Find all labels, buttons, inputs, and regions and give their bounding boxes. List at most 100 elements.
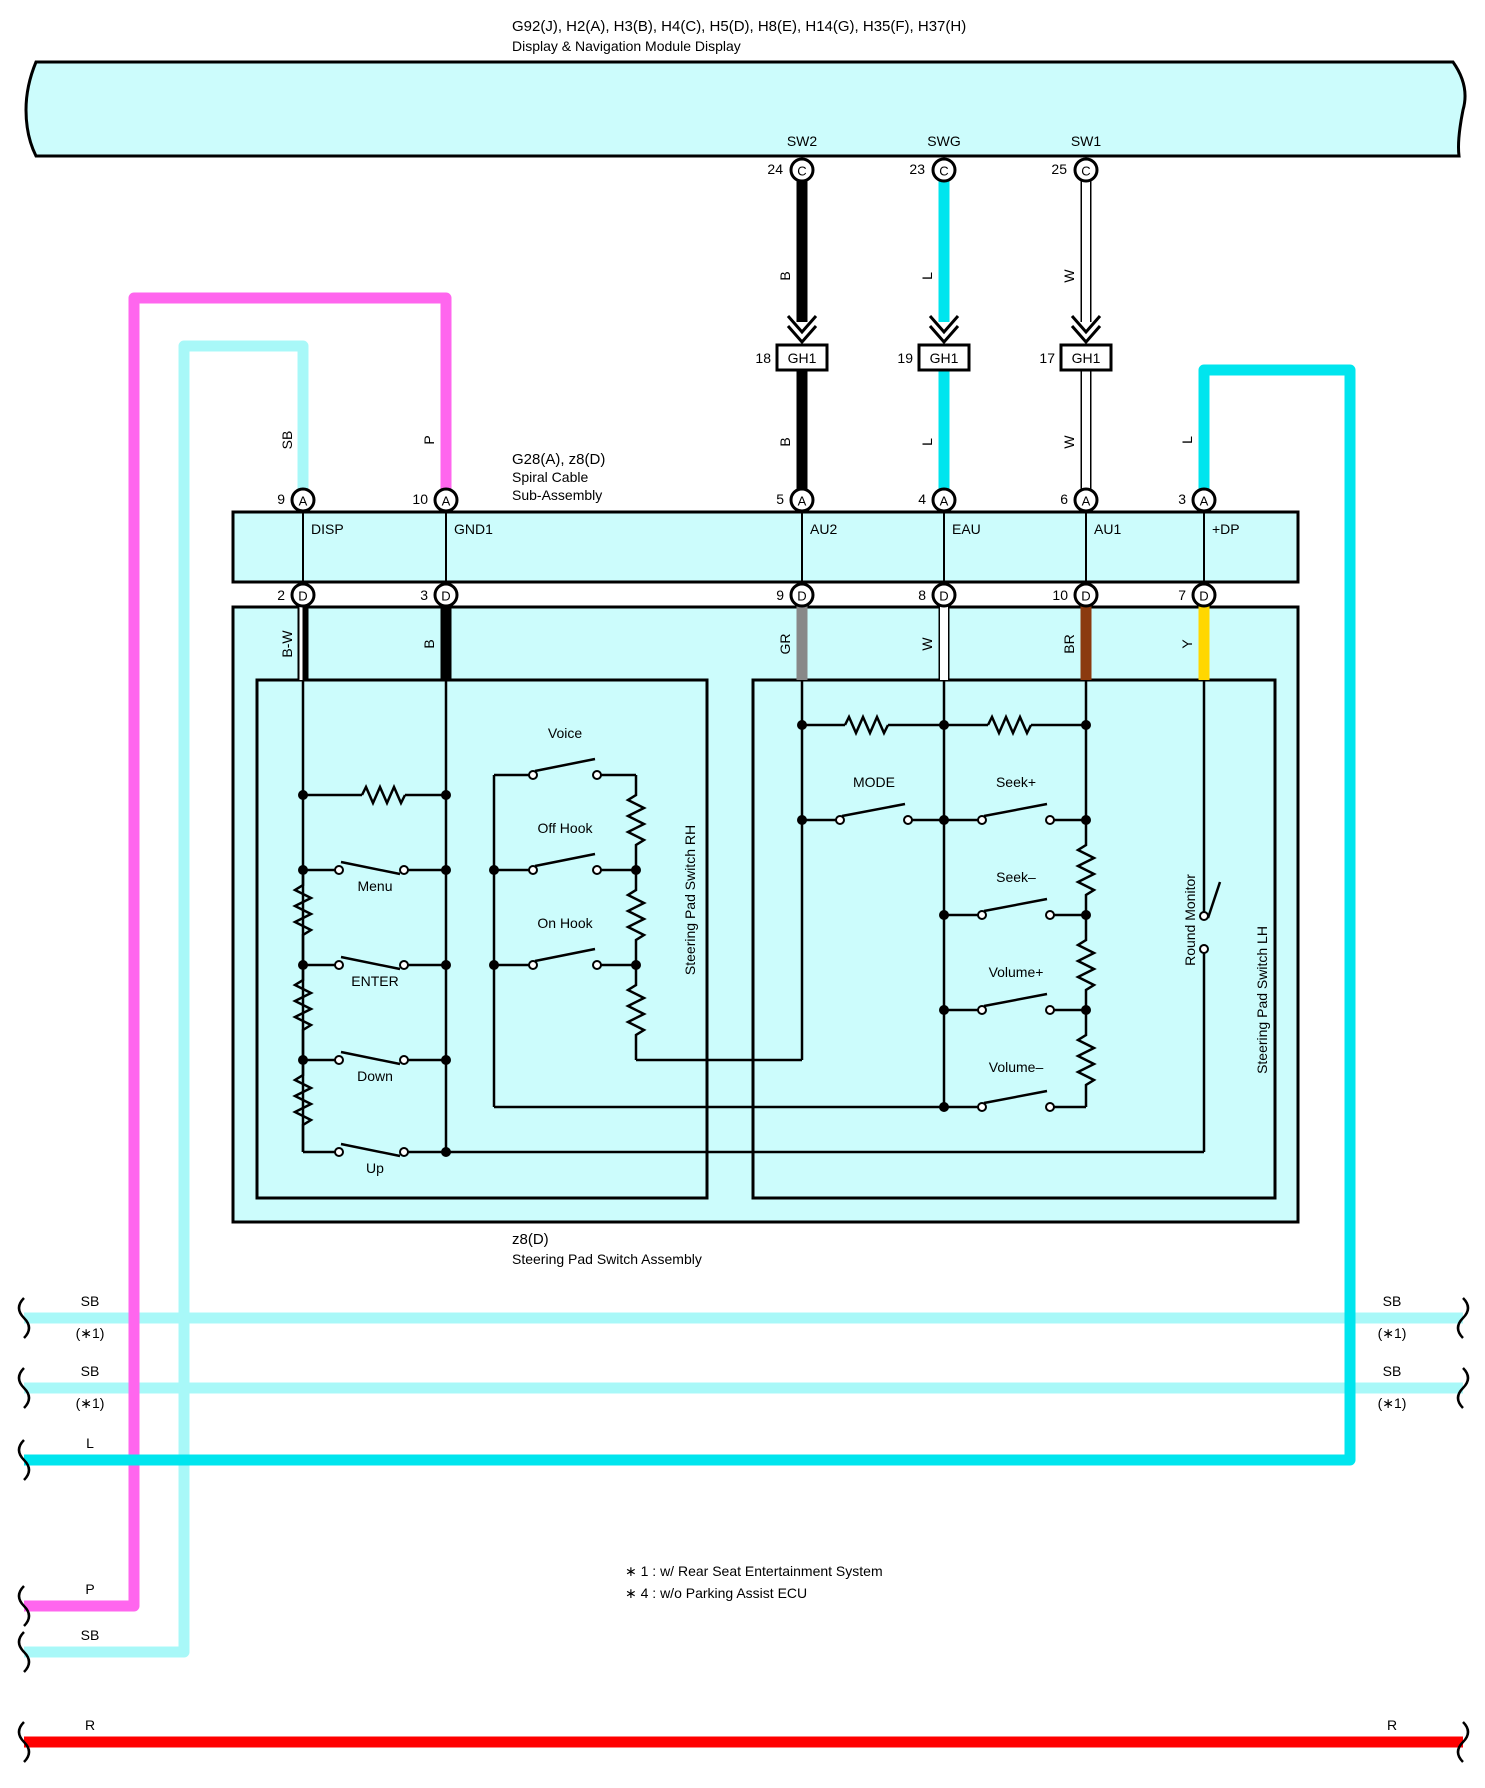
steering-pad-assembly xyxy=(231,605,1300,1224)
wire-code-b-upper: B xyxy=(777,271,793,280)
gh1-label-1: GH1 xyxy=(788,350,817,366)
bus-label-r-left: R xyxy=(85,1717,95,1733)
signal-eau: EAU xyxy=(952,521,981,537)
module-signal-sw1: SW1 xyxy=(1071,133,1102,149)
wire-code-p: P xyxy=(421,435,437,444)
wire-code-y: Y xyxy=(1179,639,1195,649)
rh-box xyxy=(255,678,709,1200)
rh-nodes xyxy=(298,790,641,1157)
pin-num-a5: 5 xyxy=(776,491,784,507)
bus-label-sb-1-right: SB xyxy=(1383,1293,1402,1309)
module-connectors: G92(J), H2(A), H3(B), H4(C), H5(D), H8(E… xyxy=(512,18,966,35)
bus-note-sb-1-right: (∗1) xyxy=(1378,1325,1407,1341)
pin-num-a6: 6 xyxy=(1060,491,1068,507)
signal-dp: +DP xyxy=(1212,521,1240,537)
module-box xyxy=(24,60,1467,158)
signal-au2: AU2 xyxy=(810,521,837,537)
spiral-connectors: G28(A), z8(D) xyxy=(512,451,605,468)
switch-label-up: Up xyxy=(366,1160,384,1176)
pin-letter-a3: A xyxy=(1200,494,1209,509)
lh-switch-contacts xyxy=(835,815,1209,1112)
pin-num-d10: 10 xyxy=(1052,587,1068,603)
module-pin-num-24: 24 xyxy=(767,161,783,177)
bus-note-sb-1-left: (∗1) xyxy=(76,1325,105,1341)
pin-c25 xyxy=(1073,157,1099,183)
pin-letter-a4: A xyxy=(940,494,949,509)
pin-letter-d3: D xyxy=(441,589,450,604)
pin-d10 xyxy=(1073,582,1099,608)
pin-letter-d9: D xyxy=(797,589,806,604)
pin-letter-d10: D xyxy=(1081,589,1090,604)
gh1-pin-17: 17 xyxy=(1039,350,1055,366)
spiral-name-2: Sub-Assembly xyxy=(512,487,602,503)
rh-circuit xyxy=(292,680,1204,1158)
gh1-pin-19: 19 xyxy=(897,350,913,366)
pin-a9 xyxy=(290,487,316,513)
pin-a3 xyxy=(1191,487,1217,513)
pin-letters: C C C A A A A A A D D D D D D xyxy=(298,164,1208,604)
wire-code-bw: B-W xyxy=(279,630,295,658)
pin-num-a3: 3 xyxy=(1178,491,1186,507)
signal-au1: AU1 xyxy=(1094,521,1121,537)
round-monitor-label: Round Monitor xyxy=(1182,874,1198,966)
pin-num-d9: 9 xyxy=(776,587,784,603)
pin-a6 xyxy=(1073,487,1099,513)
wire-code-w-lower: W xyxy=(1061,435,1077,449)
pin-letter-a5: A xyxy=(798,494,807,509)
pin-circles xyxy=(290,157,1217,608)
pin-letter-d2: D xyxy=(298,589,307,604)
bus-label-r-right: R xyxy=(1387,1717,1397,1733)
break-symbols xyxy=(17,1297,1470,1763)
pin-a4 xyxy=(931,487,957,513)
pin-letter-c23: C xyxy=(939,164,948,179)
switch-label-on-hook: On Hook xyxy=(537,915,593,931)
gh1-label-3: GH1 xyxy=(1072,350,1101,366)
pin-num-a10: 10 xyxy=(412,491,428,507)
wire-l-long xyxy=(24,364,1356,1466)
upper-wires: B L W B L W xyxy=(777,180,1102,490)
pin-num-d7: 7 xyxy=(1178,587,1186,603)
wire-code-w-upper: W xyxy=(1061,269,1077,283)
pin-a10 xyxy=(433,487,459,513)
wire-sb-long xyxy=(24,340,309,1658)
wire-code-br: BR xyxy=(1061,634,1077,653)
module-signal-sw2: SW2 xyxy=(787,133,818,149)
pin-a5 xyxy=(789,487,815,513)
wire-code-b-sw: B xyxy=(421,639,437,648)
wire-code-sb: SB xyxy=(279,431,295,450)
wire-bw xyxy=(297,606,309,680)
signal-disp: DISP xyxy=(311,521,344,537)
gh1-label-2: GH1 xyxy=(930,350,959,366)
bus-lines: SB (∗1) SB (∗1) L P SB R SB (∗1) SB (∗1)… xyxy=(17,1293,1470,1763)
switch-label-enter: ENTER xyxy=(351,973,398,989)
pin-d2 xyxy=(290,582,316,608)
display-navigation-module: G92(J), H2(A), H3(B), H4(C), H5(D), H8(E… xyxy=(24,18,1467,158)
lh-box xyxy=(751,678,1277,1200)
pin-num-d2: 2 xyxy=(277,587,285,603)
module-signal-swg: SWG xyxy=(927,133,960,149)
switch-label-off-hook: Off Hook xyxy=(538,820,594,836)
bus-label-sb-2-left: SB xyxy=(81,1363,100,1379)
bus-label-p-left: P xyxy=(85,1581,94,1597)
switch-label-menu: Menu xyxy=(357,878,392,894)
wire-code-l-lower: L xyxy=(919,438,935,446)
note-1: ∗ 1 : w/ Rear Seat Entertainment System xyxy=(625,1563,883,1579)
gh1-pin-18: 18 xyxy=(755,350,771,366)
switch-label-seek-plus: Seek+ xyxy=(996,774,1036,790)
gh1-box-17 xyxy=(1059,343,1113,372)
wire-code-b-lower: B xyxy=(777,437,793,446)
signal-gnd1: GND1 xyxy=(454,521,493,537)
lh-labels: MODE Seek+ Seek– Volume+ Volume– Round M… xyxy=(853,774,1270,1075)
assembly-name: Steering Pad Switch Assembly xyxy=(512,1251,702,1267)
pin-num-a9: 9 xyxy=(277,491,285,507)
pin-d8 xyxy=(931,582,957,608)
rh-title: Steering Pad Switch RH xyxy=(682,825,698,975)
bus-label-sb-1-left: SB xyxy=(81,1293,100,1309)
pin-c24 xyxy=(789,157,815,183)
assembly-connector: z8(D) xyxy=(512,1231,549,1248)
pin-letter-a6: A xyxy=(1082,494,1091,509)
module-pins: SW2 SWG SW1 24 23 25 xyxy=(767,133,1101,177)
pin-num-d3: 3 xyxy=(420,587,428,603)
spiral-name-1: Spiral Cable xyxy=(512,469,588,485)
